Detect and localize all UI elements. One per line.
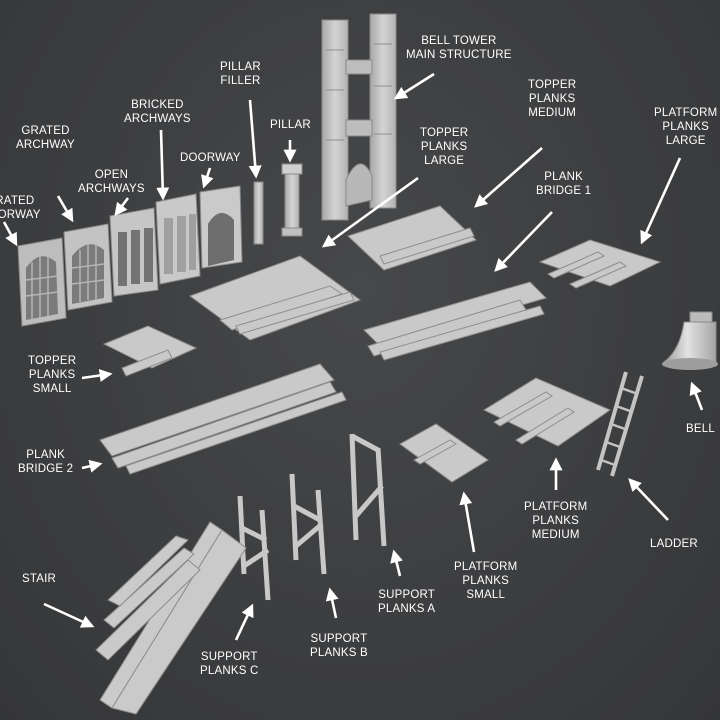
platform-planks-medium-model <box>482 377 612 447</box>
label-ladder: LADDER <box>650 538 698 550</box>
arrow-topper-planks-medium <box>474 147 543 208</box>
arrow-pillar-filler <box>248 99 262 179</box>
label-bell: BELL <box>686 423 715 435</box>
bell-tower-model <box>321 13 397 221</box>
pillar-model <box>281 163 303 237</box>
platform-planks-small-model <box>399 423 489 483</box>
support-planks-b-model <box>289 473 327 575</box>
label-pillar-filler: PILLAR FILLER <box>220 61 261 87</box>
arrow-support-planks-b <box>325 587 339 619</box>
bricked-archways-model <box>155 193 201 285</box>
stair-model <box>95 521 247 715</box>
arrow-topper-planks-small <box>81 369 113 382</box>
label-support-planks-b: SUPPORT PLANKS B <box>310 633 368 659</box>
label-topper-planks-medium: TOPPER PLANKS MEDIUM <box>528 79 577 119</box>
arrow-topper-planks-large <box>321 176 419 248</box>
arrow-platform-planks-large <box>640 157 682 245</box>
arrow-ladder <box>628 478 669 521</box>
label-platform-planks-large: PLATFORM PLANKS LARGE <box>654 107 718 147</box>
label-doorway: DOORWAY <box>180 152 241 164</box>
label-plank-bridge-1: PLANK BRIDGE 1 <box>536 171 592 197</box>
plank-bridge-1-model <box>363 281 547 361</box>
plank-bridge-2-model <box>99 363 347 475</box>
open-archways-model <box>109 207 159 297</box>
support-planks-a-model <box>349 433 387 547</box>
arrow-plank-bridge-1 <box>494 211 553 272</box>
arrow-doorway <box>201 167 214 189</box>
arrow-platform-planks-small <box>459 491 476 553</box>
callout-arrows <box>2 72 704 641</box>
platform-planks-large-model <box>538 239 662 289</box>
support-planks-c-model <box>237 495 271 601</box>
label-bricked-archways: BRICKED ARCHWAYS <box>124 99 191 125</box>
label-grated-archway: GRATED ARCHWAY <box>16 125 75 151</box>
ladder-model <box>596 371 644 477</box>
arrow-plank-bridge-2 <box>81 459 103 473</box>
topper-planks-medium-model <box>347 205 477 271</box>
label-stair: STAIR <box>22 573 57 585</box>
grated-doorway-model <box>17 237 67 327</box>
pillar-filler-model <box>253 181 264 245</box>
arrow-bell <box>689 381 704 411</box>
arrow-bell-tower <box>393 72 435 100</box>
topper-planks-small-model <box>102 325 198 377</box>
label-support-planks-a: SUPPORT PLANKS A <box>378 589 436 615</box>
bell-model <box>662 311 718 370</box>
label-topper-planks-small: TOPPER PLANKS SMALL <box>28 355 77 395</box>
arrow-open-archways <box>114 197 130 217</box>
doorway-model <box>199 185 243 269</box>
arrow-stair <box>43 602 95 628</box>
grated-archway-model <box>63 223 113 311</box>
arrow-grated-doorway <box>2 221 18 247</box>
arrow-grated-archway <box>56 195 74 223</box>
label-open-archways: OPEN ARCHWAYS <box>78 169 145 195</box>
arrow-support-planks-c <box>234 603 254 641</box>
label-support-planks-c: SUPPORT PLANKS C <box>200 651 259 677</box>
arrow-support-planks-a <box>390 549 403 577</box>
label-platform-planks-medium: PLATFORM PLANKS MEDIUM <box>524 501 588 541</box>
label-plank-bridge-2: PLANK BRIDGE 2 <box>18 449 74 475</box>
topper-planks-large-model <box>188 255 362 341</box>
label-platform-planks-small: PLATFORM PLANKS SMALL <box>454 561 518 601</box>
label-bell-tower: BELL TOWER MAIN STRUCTURE <box>406 35 512 61</box>
arrow-bricked-archways <box>156 129 170 201</box>
label-grated-doorway: GRATED DOORWAY <box>0 195 41 221</box>
label-pillar: PILLAR <box>270 119 311 131</box>
label-topper-planks-large: TOPPER PLANKS LARGE <box>420 127 469 167</box>
